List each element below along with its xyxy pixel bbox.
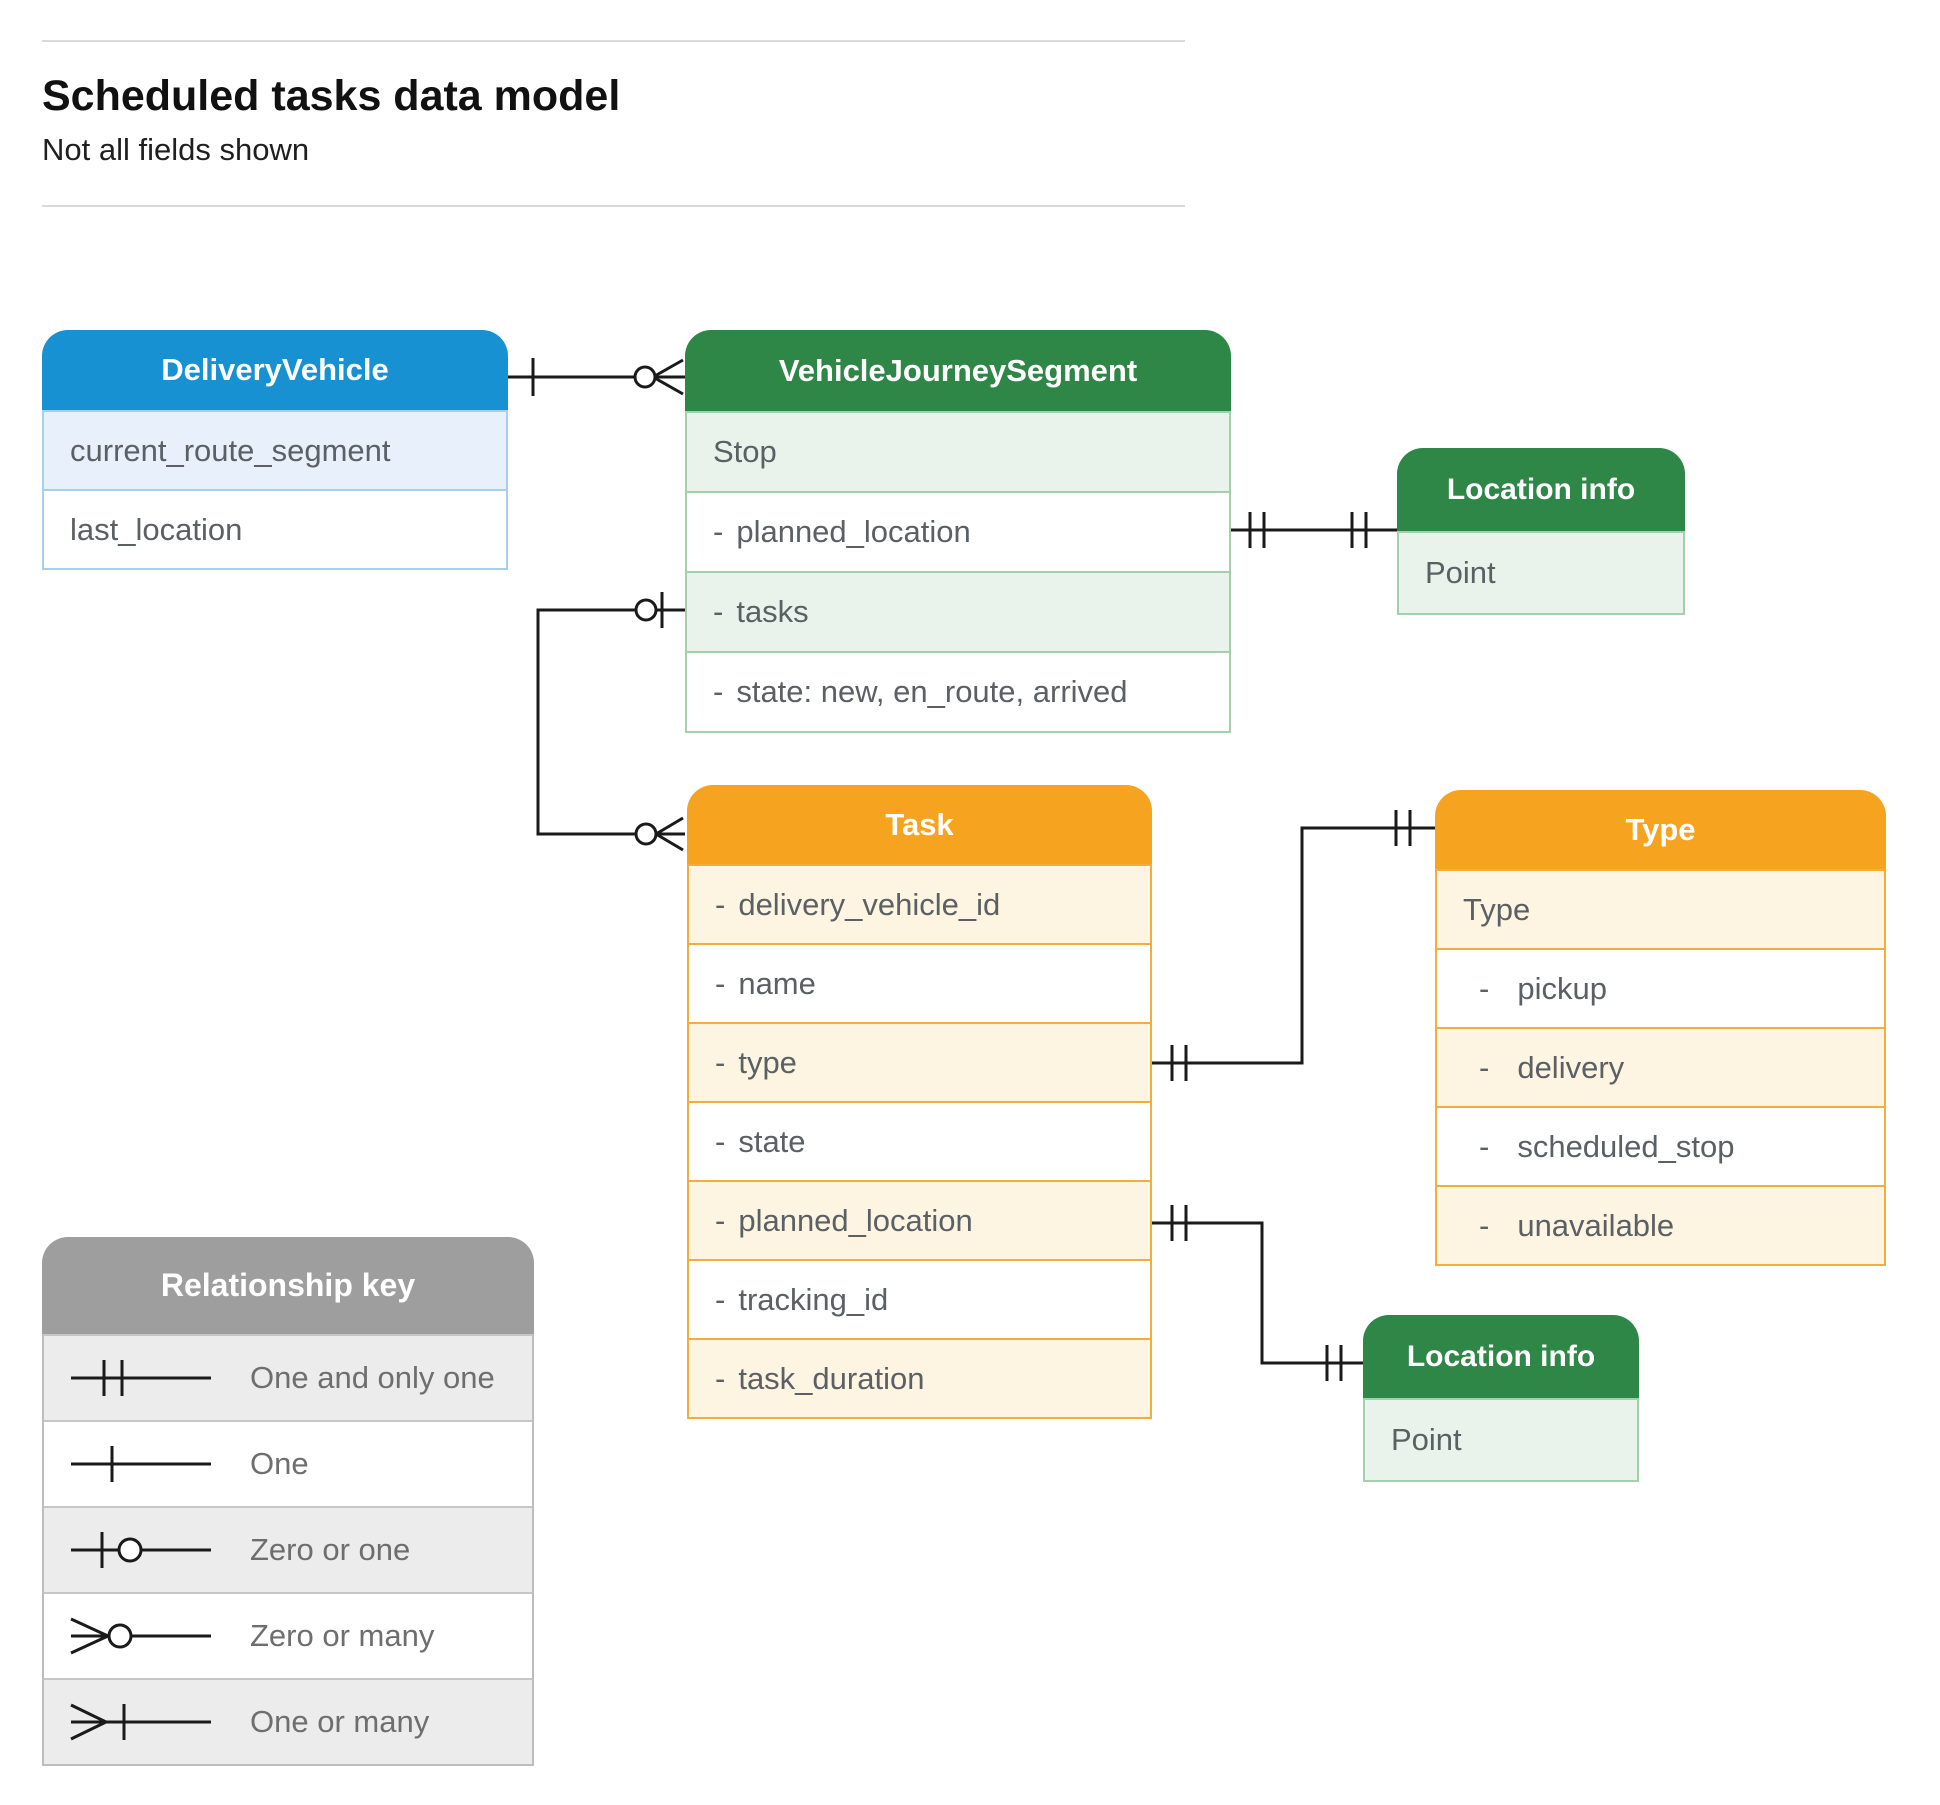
entity-vehicle-journey-segment-header: VehicleJourneySegment [685, 330, 1231, 411]
field-unavailable: - unavailable [1437, 1185, 1884, 1264]
top-divider [42, 40, 1185, 42]
one-icon [71, 1446, 211, 1482]
field-planned-location: - planned_location [687, 491, 1229, 571]
legend-item-one-or-many: One or many [44, 1678, 532, 1764]
zero-circle [633, 365, 657, 389]
entity-title: Type [1625, 811, 1696, 847]
entity-location-info-bottom-header: Location info [1363, 1315, 1639, 1398]
entity-location-info-top-header: Location info [1397, 448, 1685, 531]
field-task-duration: - task_duration [689, 1338, 1150, 1417]
connector-type-typeentity [1151, 810, 1435, 1081]
entity-vehicle-journey-segment: VehicleJourneySegment Stop - planned_loc… [685, 330, 1231, 733]
zero-or-one-icon [71, 1532, 211, 1568]
relationship-key-title: Relationship key [160, 1267, 416, 1303]
legend-item-zero-or-one: Zero or one [44, 1506, 532, 1592]
entity-title: Location info [1446, 472, 1636, 506]
zero-circle [634, 598, 658, 622]
entity-location-info-bottom: Location info Point [1363, 1315, 1639, 1482]
field-planned-location: - planned_location [689, 1180, 1150, 1259]
entity-delivery-vehicle-header: DeliveryVehicle [42, 330, 508, 410]
field-state: - state [689, 1101, 1150, 1180]
one-and-only-one-icon [71, 1360, 211, 1396]
entity-type-header: Type [1435, 790, 1886, 869]
connector-tasks-task [536, 592, 685, 852]
relationship-key-header: Relationship key [42, 1237, 534, 1334]
legend-item-one-and-only-one: One and only one [44, 1334, 532, 1420]
entity-delivery-vehicle: DeliveryVehicle current_route_segment la… [42, 330, 508, 570]
one-or-many-icon [70, 1703, 211, 1741]
field-type-title: Type [1437, 869, 1884, 948]
entity-title: DeliveryVehicle [161, 352, 389, 387]
crow-foot [655, 816, 684, 836]
field-name: - name [689, 943, 1150, 1022]
crow-foot [652, 358, 684, 379]
page-subtitle: Not all fields shown [42, 132, 310, 167]
field-point: Point [1365, 1398, 1637, 1480]
zero-circle [634, 822, 658, 846]
entity-task-header: Task [687, 785, 1152, 864]
field-type: - type [689, 1022, 1150, 1101]
entity-location-info-top: Location info Point [1397, 448, 1685, 615]
field-delivery-vehicle-id: - delivery_vehicle_id [689, 864, 1150, 943]
field-state: - state: new, en_route, arrived [687, 651, 1229, 731]
entity-type: Type Type - pickup - delivery - schedule… [1435, 790, 1886, 1266]
zero-or-many-icon [70, 1617, 211, 1655]
field-stop: Stop [687, 411, 1229, 491]
subtitle-divider [42, 205, 1185, 207]
relationship-key: Relationship key One and only one One [42, 1237, 534, 1766]
legend-item-zero-or-many: Zero or many [44, 1592, 532, 1678]
field-point: Point [1399, 531, 1683, 613]
entity-title: Location info [1406, 1339, 1596, 1373]
field-tracking-id: - tracking_id [689, 1259, 1150, 1338]
entity-title: Task [885, 806, 954, 842]
field-pickup: - pickup [1437, 948, 1884, 1027]
legend-item-one: One [44, 1420, 532, 1506]
entity-title: VehicleJourneySegment [778, 352, 1138, 388]
page-title: Scheduled tasks data model [42, 72, 621, 120]
field-current-route-segment: current_route_segment [44, 410, 506, 489]
field-last-location: last_location [44, 489, 506, 568]
field-tasks: - tasks [687, 571, 1229, 651]
entity-task: Task - delivery_vehicle_id - name - type… [687, 785, 1152, 1419]
field-scheduled-stop: - scheduled_stop [1437, 1106, 1884, 1185]
connector-plannedlocation-locationinfo-bottom [1151, 1205, 1363, 1381]
connector-plannedlocation-locationinfo-top [1230, 512, 1397, 548]
field-delivery: - delivery [1437, 1027, 1884, 1106]
connector-deliveryvehicle-vehiclejourneysegment [507, 358, 685, 396]
